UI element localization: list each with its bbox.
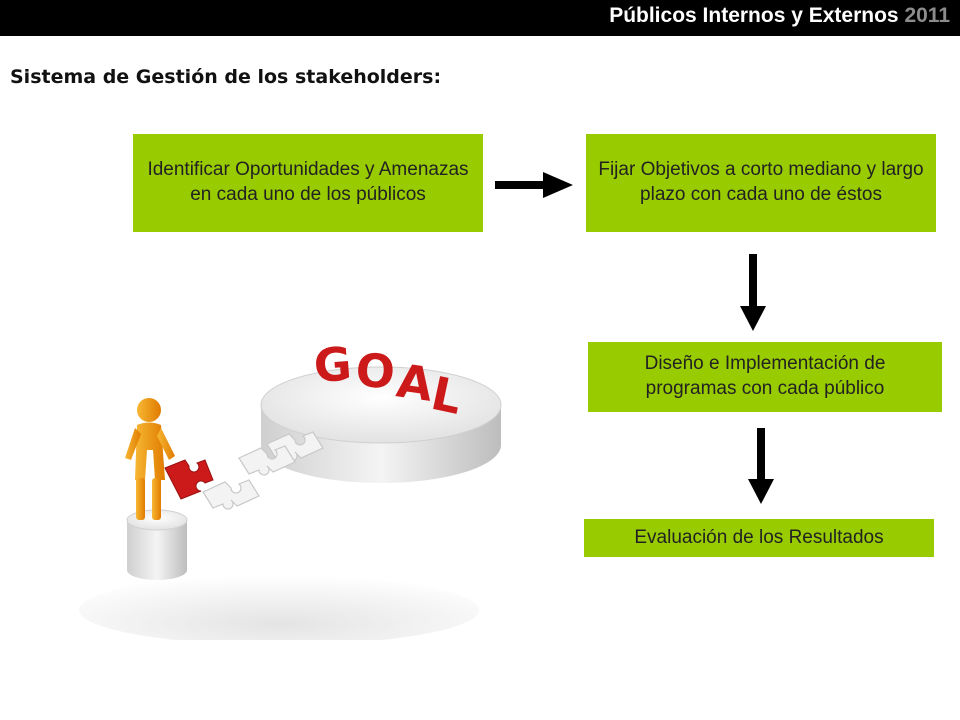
page-title: Sistema de Gestión de los stakeholders: [10, 66, 442, 88]
puzzle-piece-icon [202, 479, 260, 510]
step-evaluation-box: Evaluación de los Resultados [584, 519, 934, 557]
header-year: 2011 [904, 4, 950, 27]
goal-letter: A [393, 353, 436, 411]
red-puzzle-piece-icon [164, 459, 214, 500]
goal-letter: O [354, 343, 396, 399]
arrow-down-icon [740, 254, 766, 331]
goal-platform [260, 366, 502, 483]
step-evaluation-label: Evaluación de los Resultados [634, 526, 884, 548]
goal-illustration-svg: G O A L [79, 336, 502, 645]
goal-letter: G [312, 336, 353, 393]
floor-shadow [79, 575, 479, 645]
goal-word: G O A L [312, 336, 467, 424]
step-objectives-box: Fijar Objetivos a corto mediano y largo … [586, 134, 936, 232]
puzzle-piece-icon [238, 445, 296, 476]
step-objectives-label: Fijar Objetivos a corto mediano y largo … [598, 159, 924, 205]
step-identify-label: Identificar Oportunidades y Amenazas en … [147, 159, 469, 205]
step-identify-box: Identificar Oportunidades y Amenazas en … [133, 134, 483, 232]
header-bar: Públicos Internos y Externos 2011 [0, 0, 960, 36]
goal-illustration: G O A L [79, 330, 534, 645]
step-design-label: Diseño e Implementación de programas con… [644, 353, 886, 399]
puzzle-bridge [202, 431, 324, 510]
arrow-right-icon [495, 172, 573, 198]
figure-pedestal [126, 509, 188, 580]
arrow-down-icon [748, 428, 774, 504]
header-title-text: Públicos Internos y Externos [609, 4, 899, 27]
step-design-box: Diseño e Implementación de programas con… [588, 342, 942, 412]
header-title: Públicos Internos y Externos 2011 [609, 4, 950, 28]
orange-figure [125, 398, 175, 520]
